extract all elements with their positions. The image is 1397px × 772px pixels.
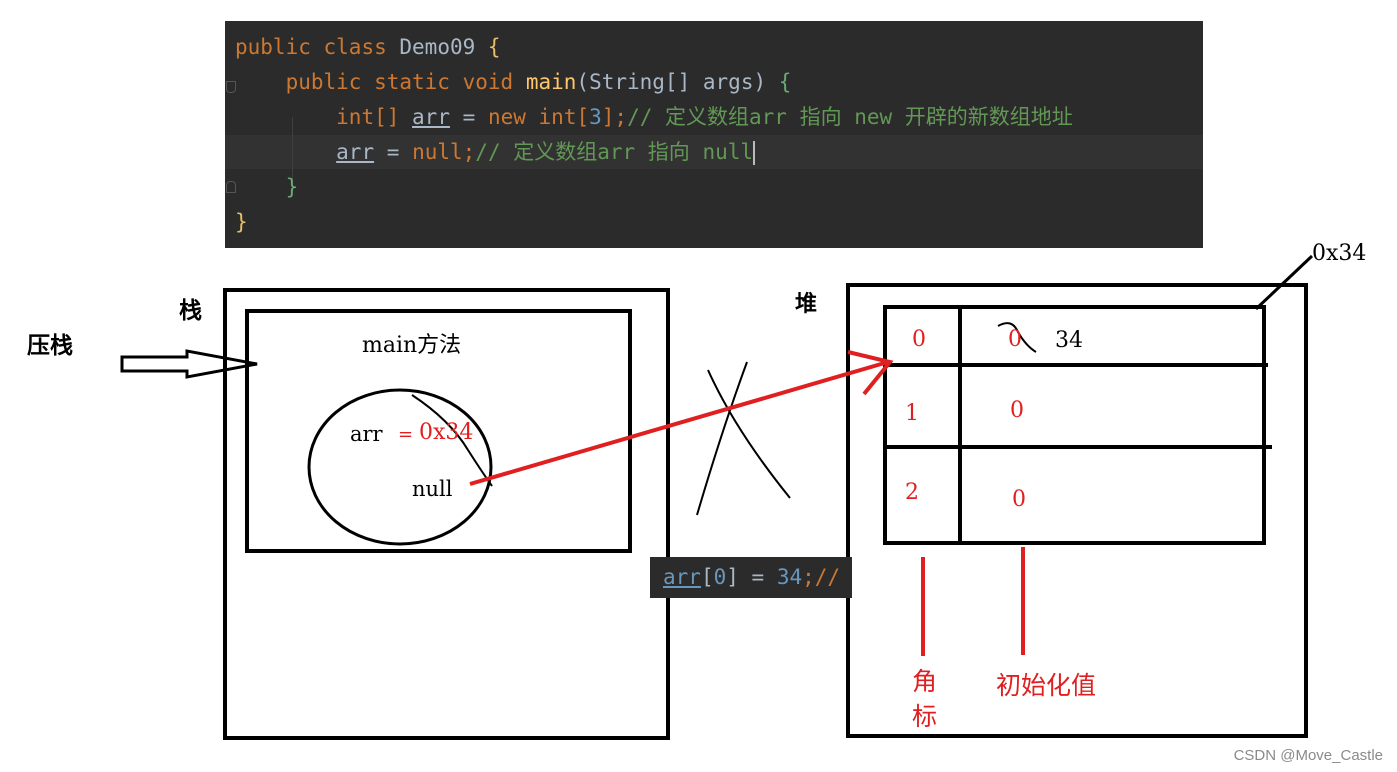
code-token: } [285,175,299,199]
code-editor: public class Demo09 { public static void… [225,21,1203,248]
code-comment: // 定义数组arr 指向 null [475,140,754,164]
fold-marker-icon[interactable] [226,81,236,93]
code-token: ]; [601,105,628,129]
text-caret [753,141,756,165]
code-token: static [374,70,450,94]
addr-value: 0x34 [419,420,474,445]
code-token: = [462,105,476,129]
push-arrow-icon [120,349,258,379]
code-token: { [487,35,501,59]
code-token: { [778,70,792,94]
arr-variable-ellipse [307,388,493,546]
code-token: String[] [589,70,691,94]
index-2: 2 [905,480,919,505]
null-value: null [412,477,453,501]
code-line-2: public static void main(String[] args) { [235,65,1195,100]
stack-label: 栈 [179,297,202,324]
address-label: 0x34 [1312,241,1367,266]
cell-value-1: 0 [1010,398,1024,423]
code-token: ;// [802,565,841,589]
code-token: [ [700,565,714,589]
code-token: Demo09 [399,35,476,59]
code-token: ( [576,70,590,94]
new-cell-value: 34 [1055,328,1083,353]
main-method-frame [245,309,632,553]
init-caption: 初始化值 [996,671,1097,700]
cell-value-0: 0 [1008,327,1022,352]
code-token: public [235,35,311,59]
index-caption: 角标 [912,667,938,731]
code-token: 3 [589,105,602,129]
code-token: = [738,565,777,589]
code-token: ; [462,140,476,164]
cross-mark [696,361,748,516]
code-token: main [525,70,577,94]
indent-guide [292,117,293,187]
cell-value-2: 0 [1012,487,1026,512]
code-token: public [285,70,362,94]
code-token: args [702,70,754,94]
code-token: null [412,140,463,164]
reference-arrowhead-icon [847,350,894,396]
code-comment: // 定义数组arr 指向 new 开辟的新数组地址 [627,105,1073,129]
heap-box [846,283,1308,738]
stack-box [223,288,670,740]
code-token: arr [663,565,701,589]
code-line-3: int[] arr = new int[3];// 定义数组arr 指向 new… [235,100,1195,135]
code-line-5: } [235,170,1195,205]
heap-label: 堆 [795,291,818,317]
watermark: CSDN @Move_Castle [1233,747,1383,764]
index-0: 0 [912,327,926,352]
code-snippet: arr[0] = 34;// [650,557,852,598]
code-token: } [235,210,248,234]
array-table [883,305,1266,545]
strike-mark [997,322,1037,353]
push-label: 压栈 [27,332,73,359]
code-line-6: } [235,205,1195,240]
current-line-highlight [225,135,1203,169]
cross-mark [707,369,791,499]
code-token: class [323,35,387,59]
method-label: main方法 [362,333,462,358]
code-token: void [462,70,514,94]
assign-sign: = [398,424,414,445]
reference-arrow [469,360,889,486]
code-token: = [386,140,400,164]
code-token: int[ [538,105,590,129]
code-token: 34 [776,565,803,589]
code-token: arr [412,105,450,129]
code-line-1: public class Demo09 { [235,30,1195,65]
code-token: ) [753,70,767,94]
var-name: arr [350,422,383,446]
fold-marker-icon[interactable] [226,181,236,193]
code-token: new [487,105,526,129]
code-token: 0 [713,565,727,589]
code-token: int[] [336,105,400,129]
code-token: ] [726,565,739,589]
code-line-4: arr = null;// 定义数组arr 指向 null [235,135,1195,170]
index-1: 1 [905,401,919,426]
strike-mark [411,394,493,487]
address-pointer-line [1254,254,1314,311]
code-token: arr [336,140,375,164]
